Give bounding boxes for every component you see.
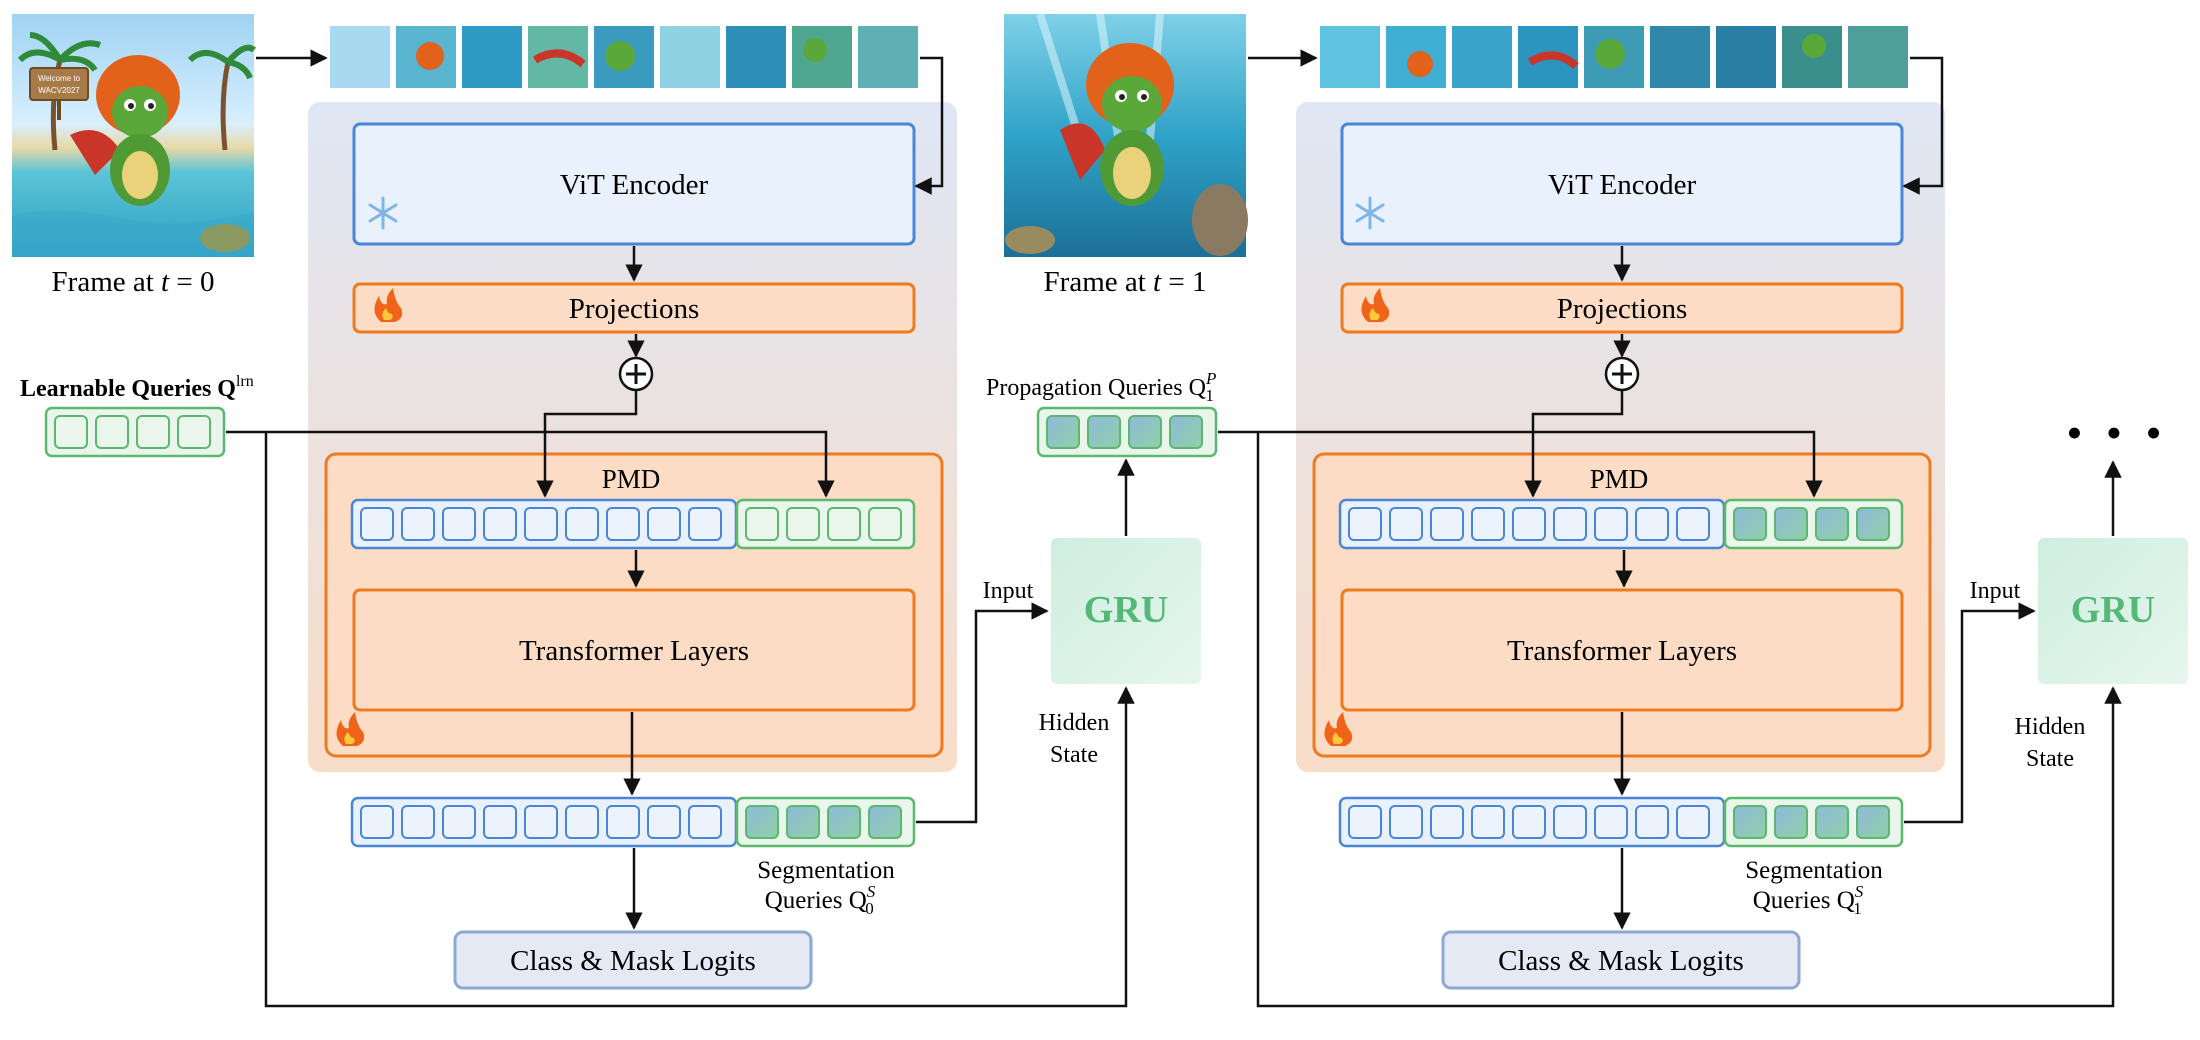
snowflake-icon bbox=[1355, 196, 1385, 230]
sign-text-line1: Welcome to bbox=[38, 74, 81, 83]
projections-label: Projections bbox=[1557, 293, 1688, 325]
vit-encoder-label: ViT Encoder bbox=[560, 169, 709, 201]
propagation-queries-tokens bbox=[1036, 406, 1218, 458]
turtle-mascot bbox=[70, 55, 180, 206]
hidden-state-label-1-line1: Hidden bbox=[2015, 714, 2086, 740]
class-mask-logits-block bbox=[453, 930, 813, 990]
gru-input-label-0: Input bbox=[983, 578, 1034, 604]
projections-block bbox=[1340, 282, 1904, 334]
gru-input-label-1: Input bbox=[1970, 578, 2021, 604]
output-tokens-0 bbox=[350, 796, 916, 848]
pmd-label: PMD bbox=[602, 464, 661, 494]
segmentation-queries-0-line1: Segmentation bbox=[757, 857, 895, 884]
frame-1-patch-strip bbox=[1320, 26, 1908, 88]
vit-encoder-block bbox=[1340, 122, 1904, 246]
frame-1-image bbox=[1004, 12, 1248, 257]
hidden-state-label-1-line2: State bbox=[2026, 746, 2074, 772]
class-mask-logits-label: Class & Mask Logits bbox=[1498, 945, 1744, 977]
fire-icon bbox=[336, 712, 365, 746]
output-tokens-1 bbox=[1338, 796, 1904, 848]
pmd-input-tokens bbox=[350, 498, 916, 550]
snowflake-icon bbox=[368, 196, 398, 230]
welcome-sign: Welcome to WACV2027 bbox=[29, 67, 89, 120]
transformer-layers-block bbox=[352, 588, 916, 712]
hidden-state-label-0-line1: Hidden bbox=[1039, 710, 1110, 736]
vit-encoder-label: ViT Encoder bbox=[1548, 169, 1697, 201]
transformer-layers-block bbox=[1340, 588, 1904, 712]
class-mask-logits-label: Class & Mask Logits bbox=[510, 945, 756, 977]
fire-icon bbox=[374, 288, 403, 322]
frame-1-caption: Frame at t = 1 bbox=[1044, 266, 1207, 298]
gru-block-1 bbox=[2038, 538, 2188, 684]
projections-block bbox=[352, 282, 916, 334]
connectors bbox=[226, 49, 2122, 1008]
gru-label-0: GRU bbox=[1084, 589, 1168, 631]
frame-0-caption: Frame at t = 0 bbox=[52, 266, 215, 298]
segmentation-queries-1-line1: Segmentation bbox=[1745, 857, 1883, 884]
learnable-queries-label: Learnable Queries Qlrn bbox=[20, 373, 254, 402]
gru-label-1: GRU bbox=[2071, 589, 2155, 631]
gru-block-0 bbox=[1051, 538, 1201, 684]
fire-icon bbox=[1324, 712, 1353, 746]
fire-icon bbox=[1361, 288, 1390, 322]
pmd-label: PMD bbox=[1590, 464, 1649, 494]
hidden-state-label-0-line2: State bbox=[1050, 742, 1098, 768]
class-mask-logits-block bbox=[1441, 930, 1801, 990]
vit-encoder-block bbox=[352, 122, 916, 246]
transformer-layers-label: Transformer Layers bbox=[1507, 635, 1737, 667]
projections-label: Projections bbox=[569, 293, 700, 325]
continuation-ellipsis: • • • bbox=[2066, 407, 2167, 458]
frame-0-image: Welcome to WACV2027 bbox=[12, 14, 256, 257]
transformer-layers-label: Transformer Layers bbox=[519, 635, 749, 667]
pmd-input-tokens bbox=[1338, 498, 1904, 550]
sign-text-line2: WACV2027 bbox=[38, 86, 80, 95]
frame-0-patch-strip bbox=[330, 26, 918, 88]
learnable-queries-tokens bbox=[44, 406, 226, 458]
